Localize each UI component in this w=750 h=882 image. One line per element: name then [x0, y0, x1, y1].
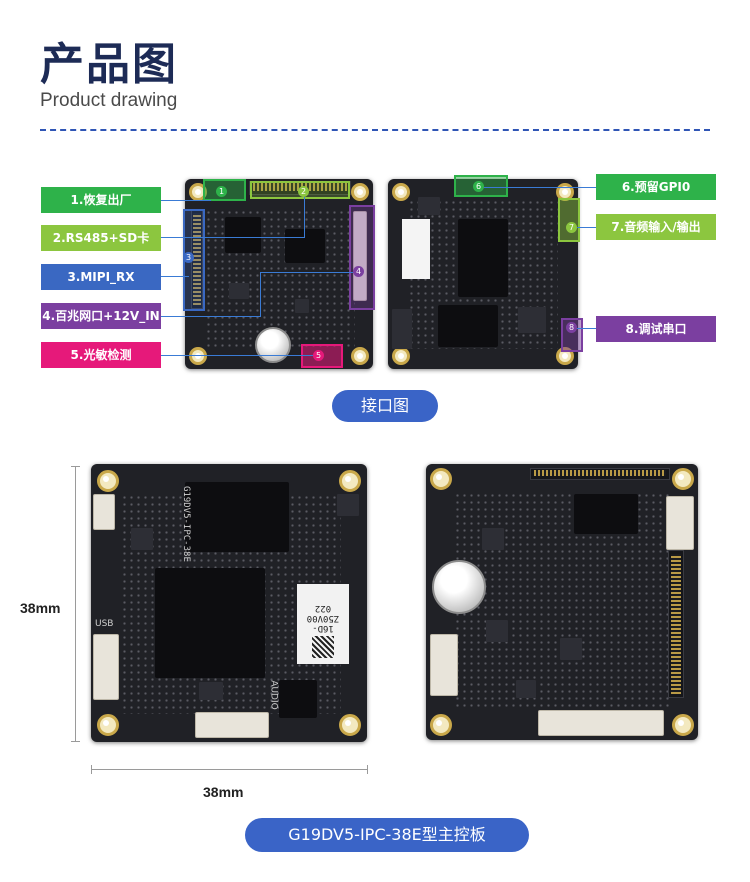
page-subtitle: Product drawing	[40, 90, 178, 111]
board-back-bottom	[426, 464, 698, 740]
tag-5: 5	[313, 350, 324, 361]
height-dimension-line	[75, 466, 76, 741]
highlight-7	[558, 198, 580, 242]
silkscreen-audio: AUDIO	[268, 680, 279, 710]
tag-8: 8	[566, 322, 577, 333]
silkscreen-usb: USB	[95, 619, 114, 629]
interface-caption: 接口图	[332, 390, 438, 422]
width-label: 38mm	[203, 784, 244, 800]
callout-light-sensor: 5.光敏检测	[41, 342, 161, 368]
tag-2: 2	[298, 186, 309, 197]
callout-factory-reset: 1.恢复出厂	[41, 187, 161, 213]
callout-reserved-gpio: 6.预留GPI0	[596, 174, 716, 200]
callout-audio-io: 7.音频输入/输出	[596, 214, 716, 240]
callout-rs485-sd-poe: 2.RS485+SD卡+POE	[41, 225, 161, 271]
board-front-bottom: 16D- Z50V00 022 G19DV5-IPC-38E USB AUDIO	[91, 464, 367, 742]
header-divider	[40, 129, 710, 131]
silkscreen-board-id: G19DV5-IPC-38E	[181, 486, 191, 562]
height-label: 38mm	[20, 600, 61, 616]
width-dimension-line	[91, 769, 368, 770]
board-model-caption: G19DV5-IPC-38E型主控板	[245, 818, 529, 852]
tag-7: 7	[566, 222, 577, 233]
callout-mipi-rx: 3.MIPI_RX	[41, 264, 161, 290]
tag-3: 3	[183, 252, 194, 263]
module-label: 16D- Z50V00 022	[297, 584, 349, 664]
tag-6: 6	[473, 181, 484, 192]
callout-debug-uart: 8.调试串口	[596, 316, 716, 342]
board-back-top	[388, 179, 578, 369]
board-front-top	[185, 179, 373, 369]
tag-4: 4	[353, 266, 364, 277]
highlight-4	[349, 205, 375, 310]
callout-ethernet-12v: 4.百兆网口+12V_IN	[41, 303, 161, 329]
page-title: 产品图	[40, 39, 178, 90]
tag-1: 1	[216, 186, 227, 197]
